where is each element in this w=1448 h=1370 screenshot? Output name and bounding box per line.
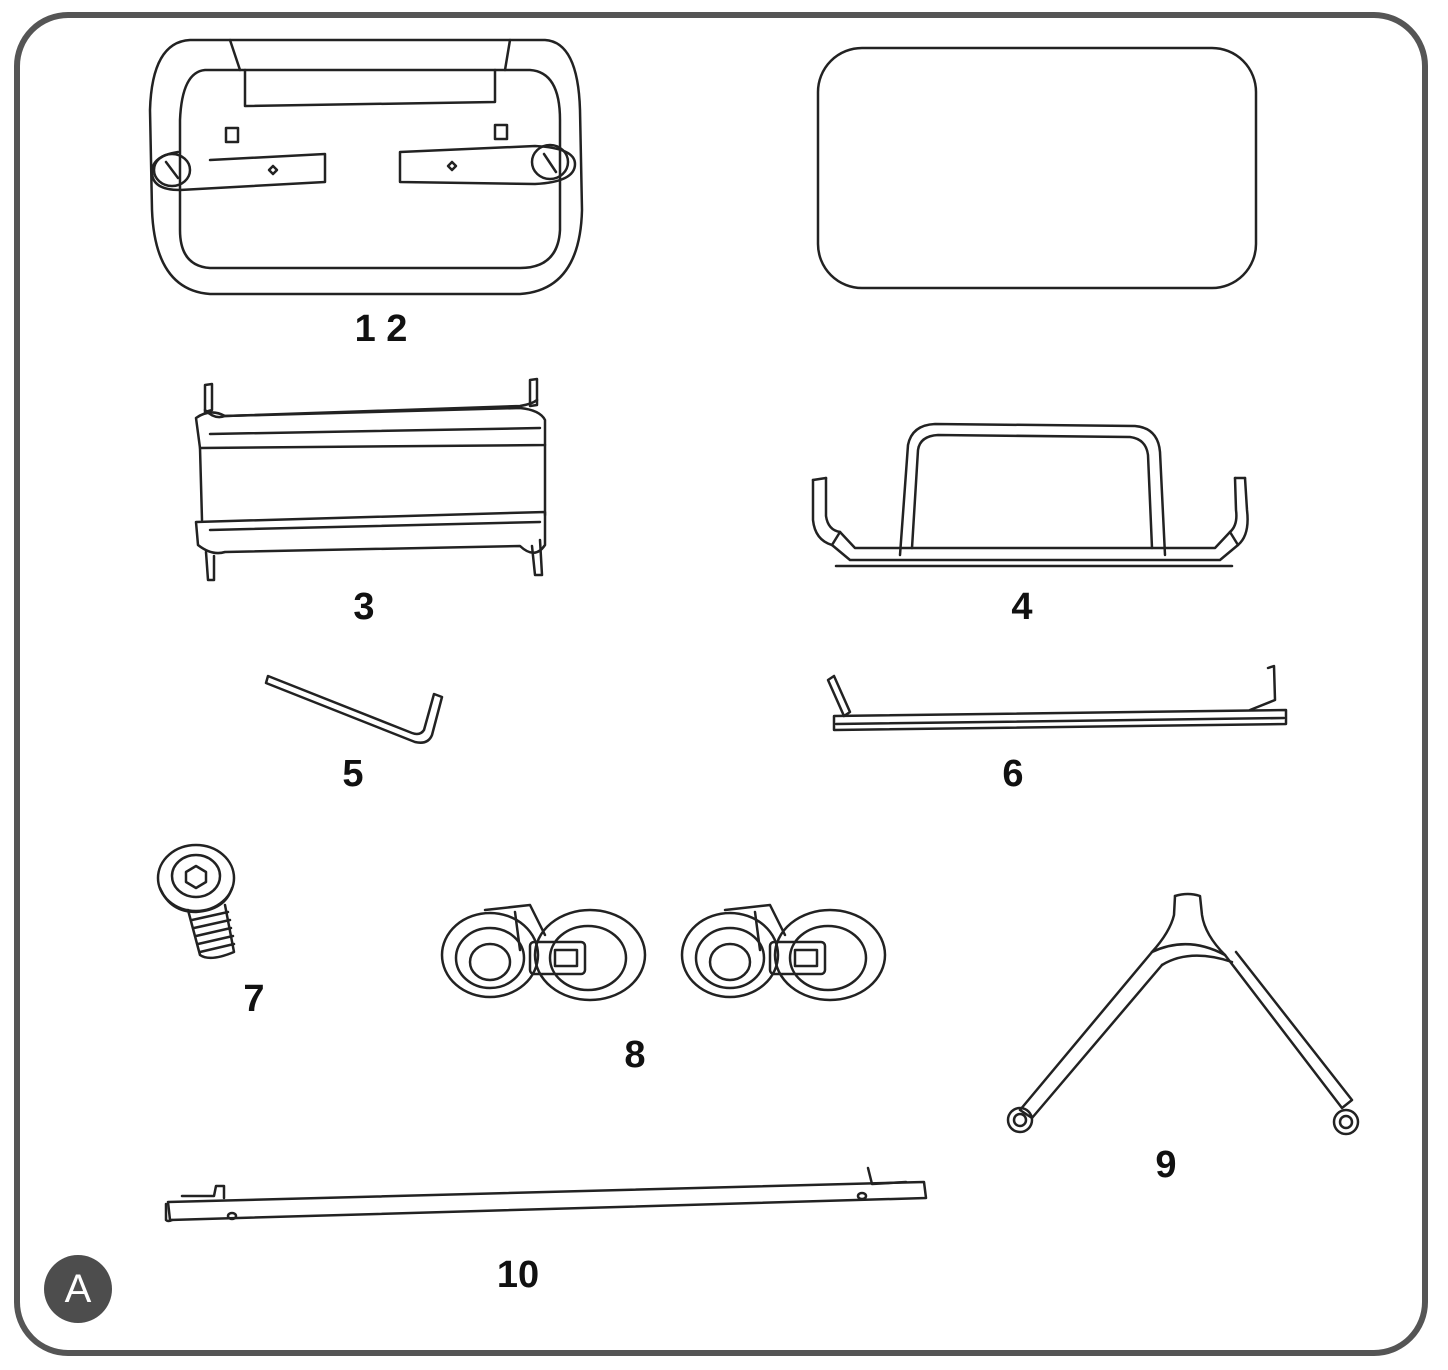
stand-legs-drawing xyxy=(1008,894,1358,1134)
base-frame-drawing xyxy=(813,424,1248,566)
hex-key-drawing xyxy=(266,676,442,743)
part-label-6: 6 xyxy=(1002,753,1024,795)
part-label-9: 9 xyxy=(1155,1144,1177,1186)
screw-drawing xyxy=(158,845,234,958)
diagram-frame xyxy=(14,12,1428,1356)
part-label-7: 7 xyxy=(243,978,265,1020)
figure-badge: A xyxy=(44,1255,112,1323)
part-label-5: 5 xyxy=(342,753,364,795)
part-label-3: 3 xyxy=(353,586,375,628)
carrycot-base-drawing xyxy=(150,40,582,294)
part-label-1-2: 1 2 xyxy=(354,308,408,350)
part-label-8: 8 xyxy=(624,1034,646,1076)
part-label-10: 10 xyxy=(496,1254,540,1296)
part-label-4: 4 xyxy=(1011,586,1033,628)
fabric-sling-drawing xyxy=(196,379,545,580)
mattress-drawing xyxy=(818,48,1256,288)
long-bar-drawing xyxy=(166,1168,926,1221)
cross-bar-drawing xyxy=(828,666,1286,730)
straps-drawing xyxy=(442,905,885,1000)
